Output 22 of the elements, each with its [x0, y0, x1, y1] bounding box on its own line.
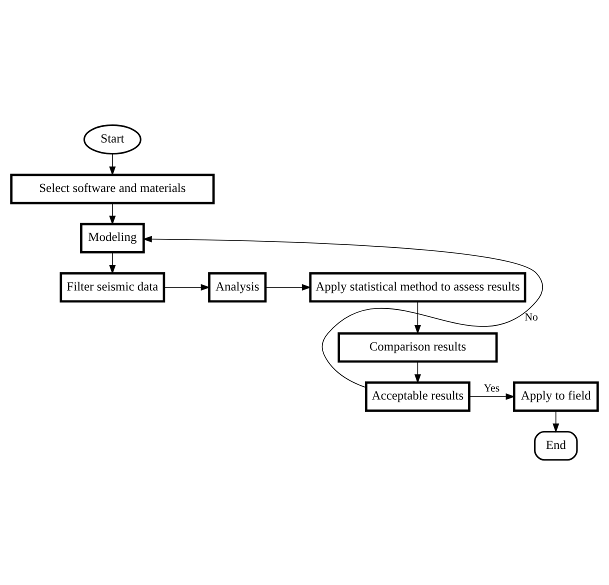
arrow: [164, 284, 210, 291]
node-box: Acceptable results: [365, 381, 470, 412]
node-box: End: [534, 431, 578, 461]
arrow: [468, 393, 516, 400]
node-box: Analysis: [208, 272, 267, 303]
node-box: Filter seismic data: [60, 272, 166, 303]
node-box: Apply statistical method to assess results: [309, 272, 526, 303]
arrow: [109, 252, 116, 274]
node-box: Select software and materials: [10, 174, 215, 204]
edge-label: Yes: [484, 382, 500, 394]
arrow: [414, 301, 421, 334]
arrow: [109, 153, 116, 176]
node-box: Modeling: [80, 222, 145, 254]
arrow: [142, 236, 543, 388]
node-ellipse: Start: [83, 124, 142, 155]
arrow: [414, 361, 421, 384]
arrow: [552, 410, 560, 433]
edge-label: No: [524, 311, 538, 324]
arrow: [109, 202, 116, 226]
arrow: [265, 284, 312, 291]
node-box: Apply to field: [512, 381, 599, 412]
node-box: Comparison results: [338, 332, 498, 363]
